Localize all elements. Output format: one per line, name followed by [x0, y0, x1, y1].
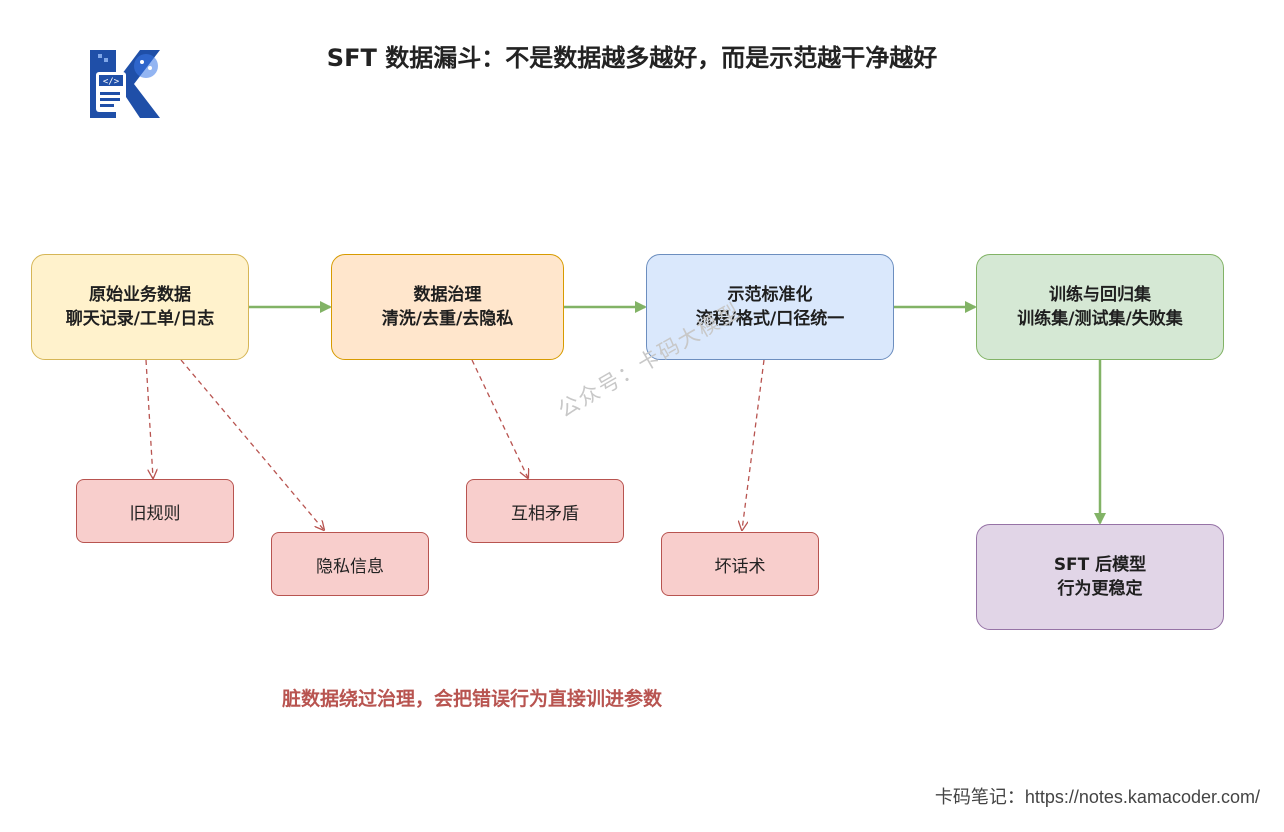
leak-arrow-conflict [471, 359, 528, 478]
leak-arrow-old-rules [145, 359, 153, 478]
flow-step-standardize: 示范标准化 流程/格式/口径统一 [646, 254, 894, 360]
result-sft-model: SFT 后模型 行为更稳定 [976, 524, 1224, 630]
leak-arrow-privacy [180, 359, 324, 530]
issue-bad-script: 坏话术 [661, 532, 819, 596]
flow-step-detail: 训练集/测试集/失败集 [1017, 309, 1183, 329]
svg-text:</>: </> [103, 77, 120, 87]
issue-old-rules: 旧规则 [76, 479, 234, 543]
issue-privacy: 隐私信息 [271, 532, 429, 596]
flow-step-title: 数据治理 [413, 285, 482, 305]
result-detail: 行为更稳定 [1057, 579, 1143, 599]
flow-step-title: 示范标准化 [727, 285, 813, 305]
flow-step-title: 训练与回归集 [1049, 285, 1151, 305]
flow-step-raw-data: 原始业务数据 聊天记录/工单/日志 [31, 254, 249, 360]
flow-step-detail: 流程/格式/口径统一 [695, 309, 845, 329]
warning-note: 脏数据绕过治理，会把错误行为直接训进参数 [282, 688, 663, 710]
flow-step-detail: 聊天记录/工单/日志 [65, 309, 215, 329]
issue-conflict: 互相矛盾 [466, 479, 624, 543]
flow-step-governance: 数据治理 清洗/去重/去隐私 [331, 254, 564, 360]
flow-step-title: 原始业务数据 [89, 285, 191, 305]
flow-step-train-eval: 训练与回归集 训练集/测试集/失败集 [976, 254, 1224, 360]
leak-arrow-bad-script [742, 359, 765, 530]
flow-step-detail: 清洗/去重/去隐私 [381, 309, 514, 329]
page-title: SFT 数据漏斗：不是数据越多越好，而是示范越干净越好 [326, 44, 938, 72]
result-title: SFT 后模型 [1053, 555, 1147, 575]
logo: </> [88, 48, 164, 122]
footer-credit: 卡码笔记：https://notes.kamacoder.com/ [934, 787, 1260, 807]
